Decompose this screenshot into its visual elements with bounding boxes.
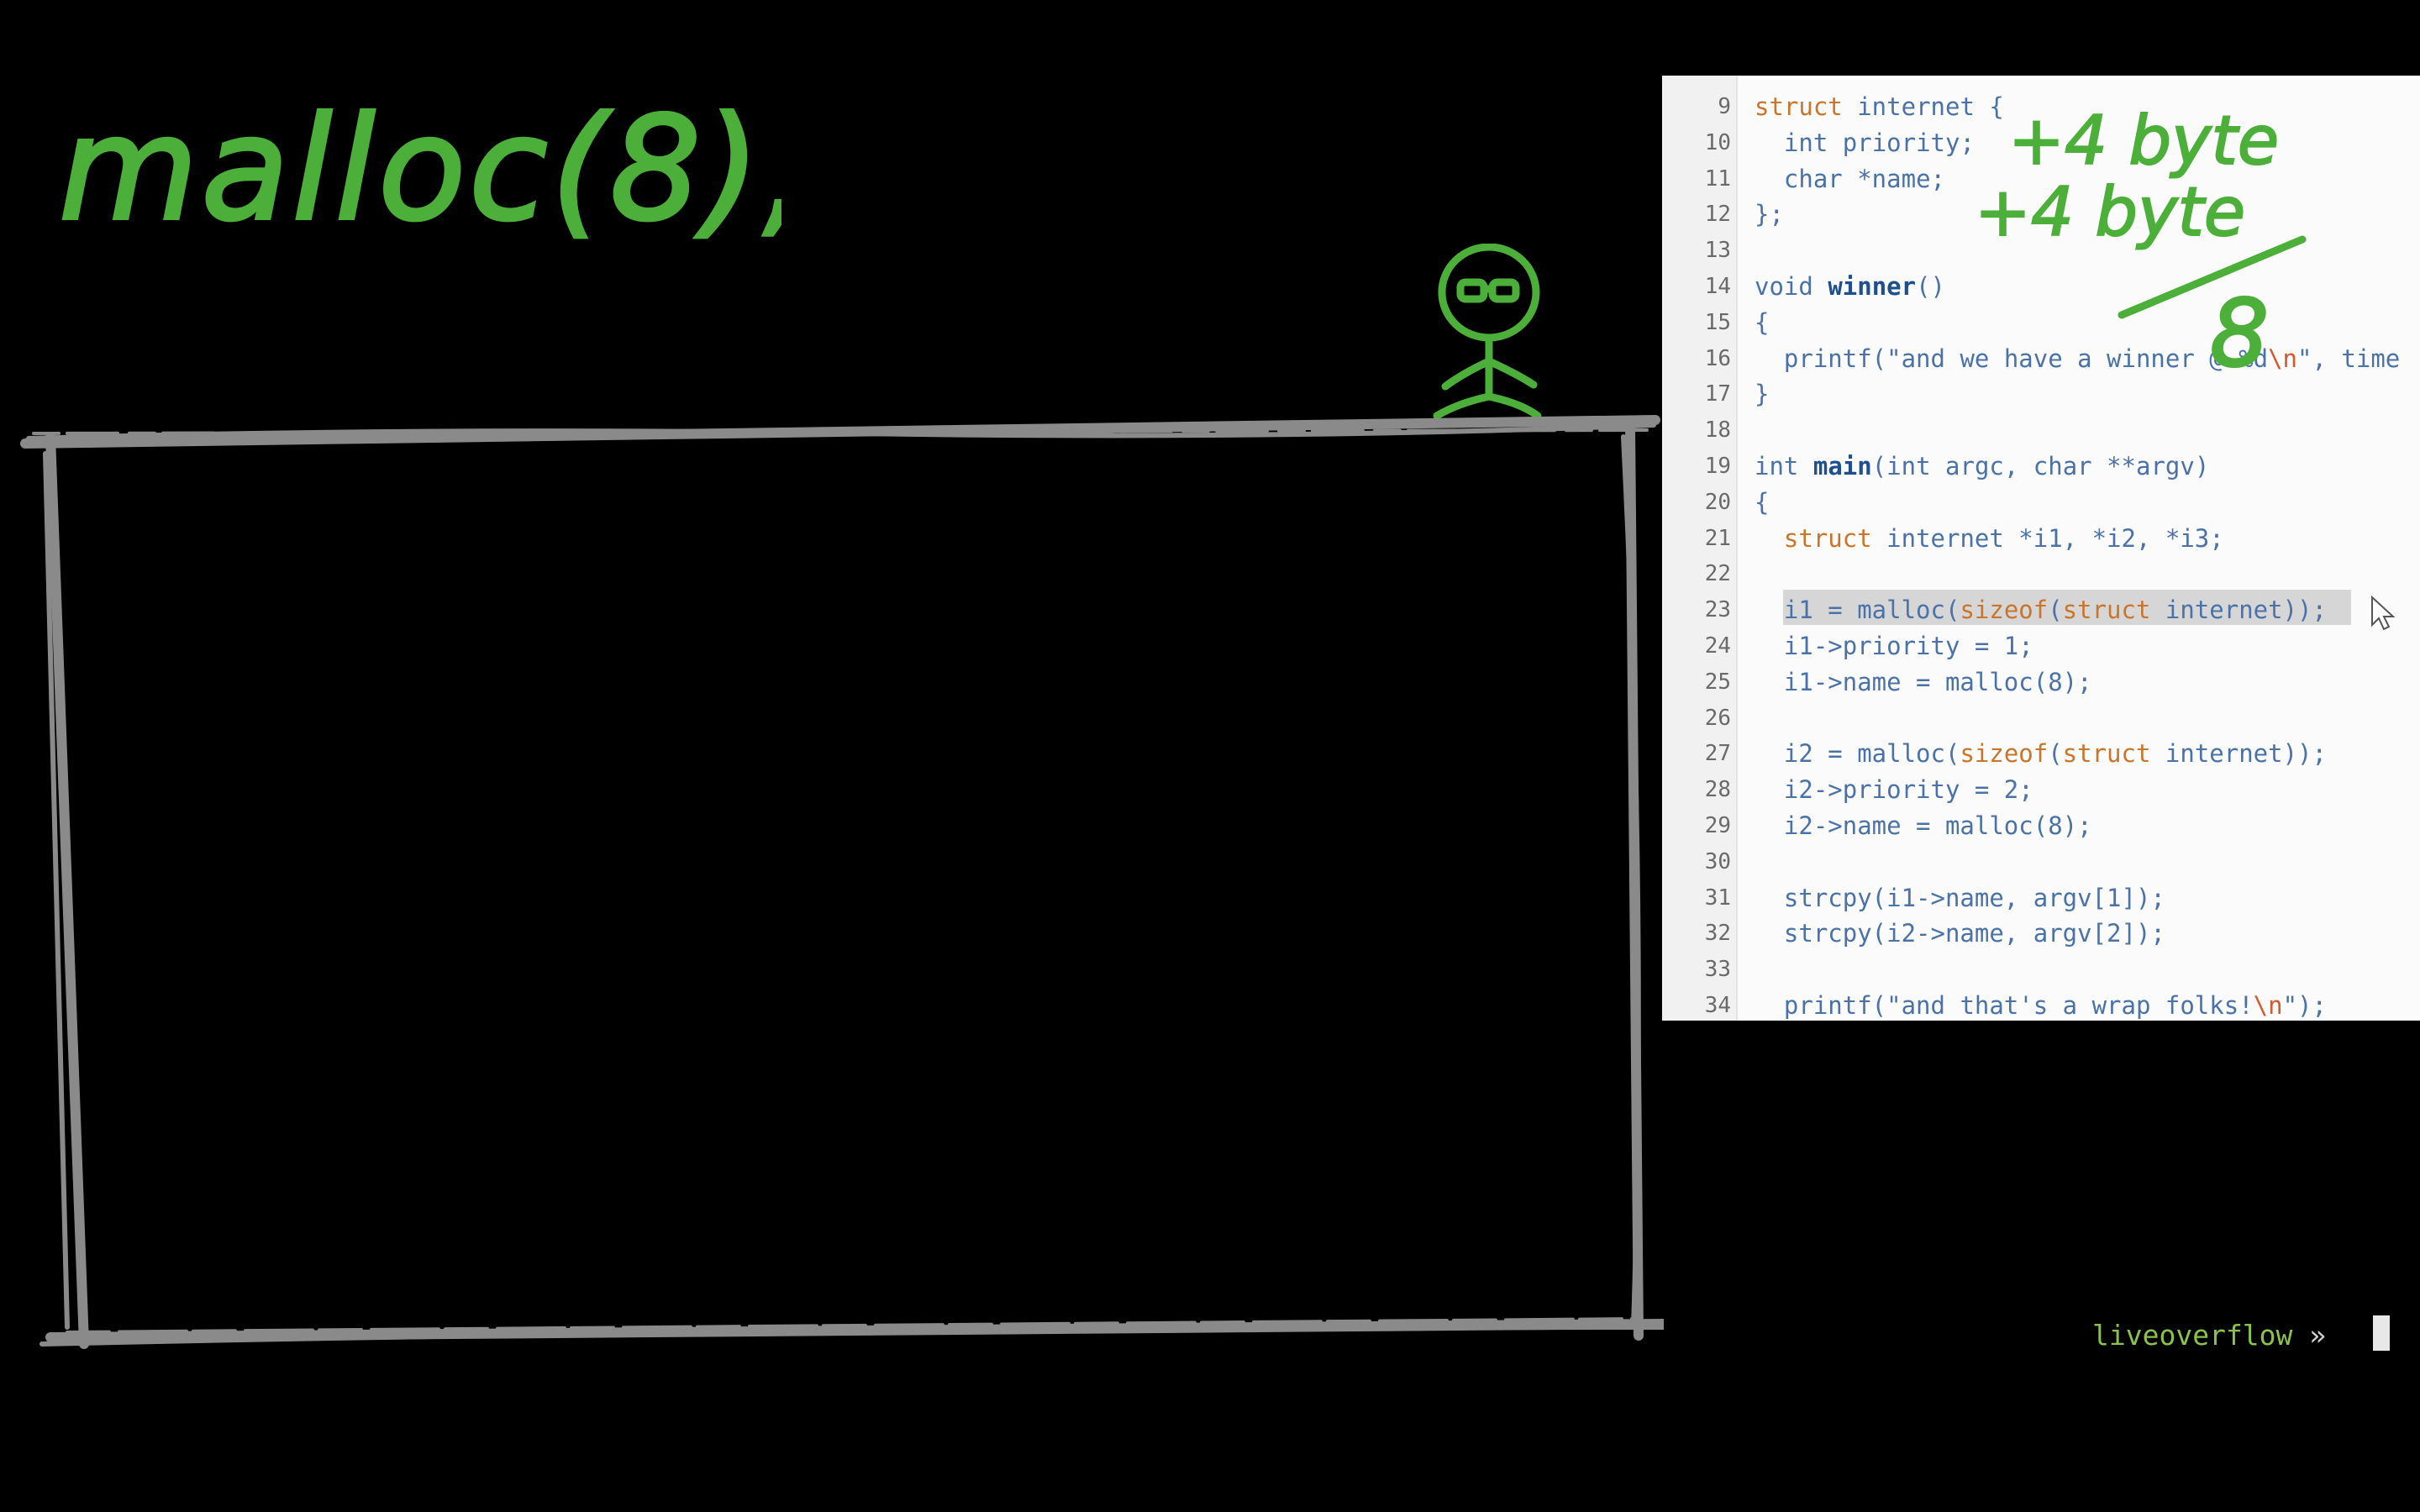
code-line[interactable]: 14 void winner() [1662, 269, 2420, 304]
code-text: strcpy(i1->name, argv[1]); [1754, 883, 2165, 912]
line-number: 33 [1704, 957, 1731, 983]
code-text: { [1754, 307, 1770, 337]
code-line[interactable]: 19 int main(int argc, char **argv) [1662, 449, 2420, 484]
code-text: printf("and that's a wrap folks!\n"); [1754, 991, 2327, 1020]
line-number: 20 [1704, 489, 1731, 515]
line-number: 31 [1704, 885, 1731, 911]
line-number: 30 [1704, 848, 1731, 874]
line-number: 34 [1704, 993, 1731, 1018]
terminal-cursor [2373, 1315, 2390, 1351]
code-line[interactable]: 20 { [1662, 485, 2420, 520]
prompt-separator: » [2309, 1319, 2327, 1352]
line-number: 26 [1704, 705, 1731, 731]
code-text: char *name; [1783, 164, 1945, 193]
line-number: 23 [1704, 597, 1731, 623]
code-text: int main(int argc, char **argv) [1754, 452, 2210, 480]
code-text: i1 = malloc(sizeof(struct internet)); [1754, 596, 2327, 625]
code-line[interactable]: 31 strcpy(i1->name, argv[1]); [1662, 880, 2420, 916]
code-text: i2->name = malloc(8); [1754, 811, 2092, 840]
line-number: 22 [1704, 561, 1731, 587]
stick-figure-icon [1433, 244, 1542, 420]
code-text: } [1754, 380, 1770, 409]
code-text: struct internet *i1, *i2, *i3; [1783, 523, 2224, 553]
line-number: 10 [1704, 129, 1731, 155]
code-line[interactable]: 27 i2 = malloc(sizeof(struct internet)); [1662, 736, 2420, 771]
line-number: 24 [1704, 633, 1731, 659]
mouse-cursor-icon [2371, 595, 2395, 631]
code-line[interactable]: 21 struct internet *i1, *i2, *i3; [1662, 521, 2420, 556]
line-number: 21 [1704, 525, 1731, 551]
code-line[interactable]: 11 char *name; [1662, 161, 2420, 197]
annotation-line-1: +4 byte [2008, 102, 2279, 180]
line-number: 14 [1704, 274, 1731, 299]
code-text: i1->name = malloc(8); [1754, 667, 2092, 696]
line-number: 17 [1704, 381, 1731, 407]
code-text: }; [1754, 200, 1784, 229]
code-line[interactable]: 15 { [1662, 305, 2420, 340]
line-number: 18 [1704, 417, 1731, 444]
code-text: struct internet { [1754, 92, 2004, 121]
code-text: strcpy(i2->name, argv[2]); [1754, 919, 2165, 948]
annotation-total: 8 [2210, 280, 2269, 370]
selection-highlight [1783, 590, 2351, 625]
code-text: i1->priority = 1; [1754, 632, 2033, 660]
code-line[interactable]: 30 [1662, 844, 2420, 879]
code-text: int priority; [1783, 128, 1975, 157]
line-number: 16 [1704, 345, 1731, 371]
code-line[interactable]: 25 i1->name = malloc(8); [1662, 664, 2420, 700]
code-line[interactable]: 13 [1662, 233, 2420, 268]
annotation-sum-line [2118, 235, 2307, 319]
code-line[interactable]: 26 [1662, 701, 2420, 736]
code-text: i2->priority = 2; [1754, 775, 2033, 805]
code-line[interactable]: 24 i1->priority = 1; [1662, 628, 2420, 664]
code-line[interactable]: 16 printf("and we have a winner @ %d\n",… [1662, 341, 2420, 376]
code-line[interactable]: 33 [1662, 952, 2420, 987]
line-number: 15 [1704, 309, 1731, 335]
code-line[interactable]: 29 i2->name = malloc(8); [1662, 808, 2420, 843]
line-number: 25 [1704, 669, 1731, 695]
heading-text: malloc(8); [59, 87, 781, 253]
code-line[interactable]: 28 i2->priority = 2; [1662, 772, 2420, 807]
line-number: 12 [1704, 202, 1731, 228]
line-number: 29 [1704, 813, 1731, 838]
code-text: printf("and we have a winner @ %d\n", ti… [1754, 344, 2401, 373]
terminal-prompt[interactable]: liveoverflow » [2092, 1319, 2326, 1352]
code-line[interactable]: 12}; [1662, 197, 2420, 232]
code-line[interactable]: 32 strcpy(i2->name, argv[2]); [1662, 916, 2420, 951]
line-number: 32 [1704, 921, 1731, 947]
terminal-user: liveoverflow [2092, 1319, 2293, 1352]
handwritten-heading: malloc(8); [59, 85, 781, 255]
line-number: 11 [1704, 165, 1731, 192]
code-text: { [1754, 487, 1770, 517]
code-line[interactable]: 23 i1 = malloc(sizeof(struct internet)); [1662, 592, 2420, 627]
code-line[interactable]: 22 [1662, 556, 2420, 591]
line-number: 13 [1704, 238, 1731, 264]
code-line[interactable]: 18 [1662, 412, 2420, 448]
line-number: 28 [1704, 777, 1731, 803]
annotation-line-2: +4 byte [1975, 173, 2245, 251]
line-number: 9 [1718, 94, 1731, 119]
code-text: i2 = malloc(sizeof(struct internet)); [1754, 739, 2327, 769]
heap-memory-box [20, 415, 1664, 1349]
handwritten-annotation: +4 byte +4 byte 8 [1974, 101, 2307, 370]
code-line[interactable]: 9 struct internet { [1662, 89, 2420, 124]
line-number: 19 [1704, 454, 1731, 479]
code-line[interactable]: 17} [1662, 376, 2420, 412]
code-text: void winner() [1754, 272, 1945, 301]
code-line[interactable]: 10 int priority; [1662, 125, 2420, 160]
line-number: 27 [1704, 741, 1731, 767]
code-line[interactable]: 34 printf("and that's a wrap folks!\n"); [1662, 988, 2420, 1021]
line-number-gutter [1662, 76, 1738, 1021]
